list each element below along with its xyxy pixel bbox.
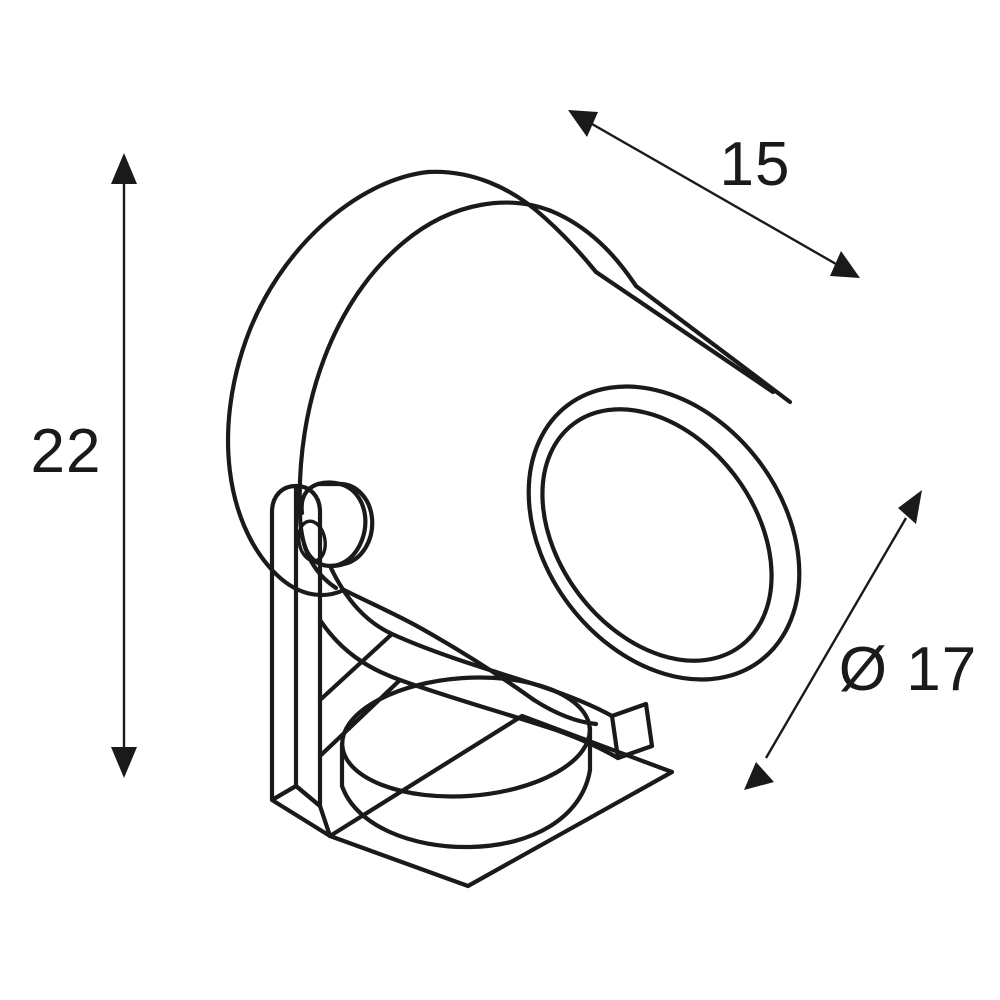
arrowhead-upright-icon (898, 490, 922, 524)
pivot-hub-boss (299, 480, 375, 569)
dimension-height-22: 22 (31, 153, 137, 778)
arrowhead-down-icon (111, 747, 137, 778)
dimension-label-diameter: Ø 17 (839, 635, 977, 704)
dimension-line-depth (591, 122, 837, 266)
dimension-label-depth: 15 (720, 130, 791, 199)
arrowhead-upleft-icon (568, 110, 598, 137)
arrowhead-downleft-icon (744, 762, 774, 790)
u-bracket-arm (269, 483, 333, 839)
square-mounting-plate (327, 713, 675, 889)
ground-spike-base-disc (339, 675, 593, 850)
dimension-depth-15: 15 (568, 110, 860, 278)
front-lens-inner-ring (540, 407, 774, 663)
arrowhead-downright-icon (830, 251, 860, 278)
spotlight-assembly (225, 169, 802, 889)
rear-end-cap-rim (225, 169, 599, 598)
dimension-label-height: 22 (31, 417, 102, 486)
front-lens-ring (526, 384, 802, 682)
arrowhead-up-icon (111, 153, 137, 184)
pivot-screw-hole (297, 519, 327, 563)
dimension-diameter-17: Ø 17 (744, 490, 977, 790)
dimension-line-diameter (764, 517, 908, 759)
